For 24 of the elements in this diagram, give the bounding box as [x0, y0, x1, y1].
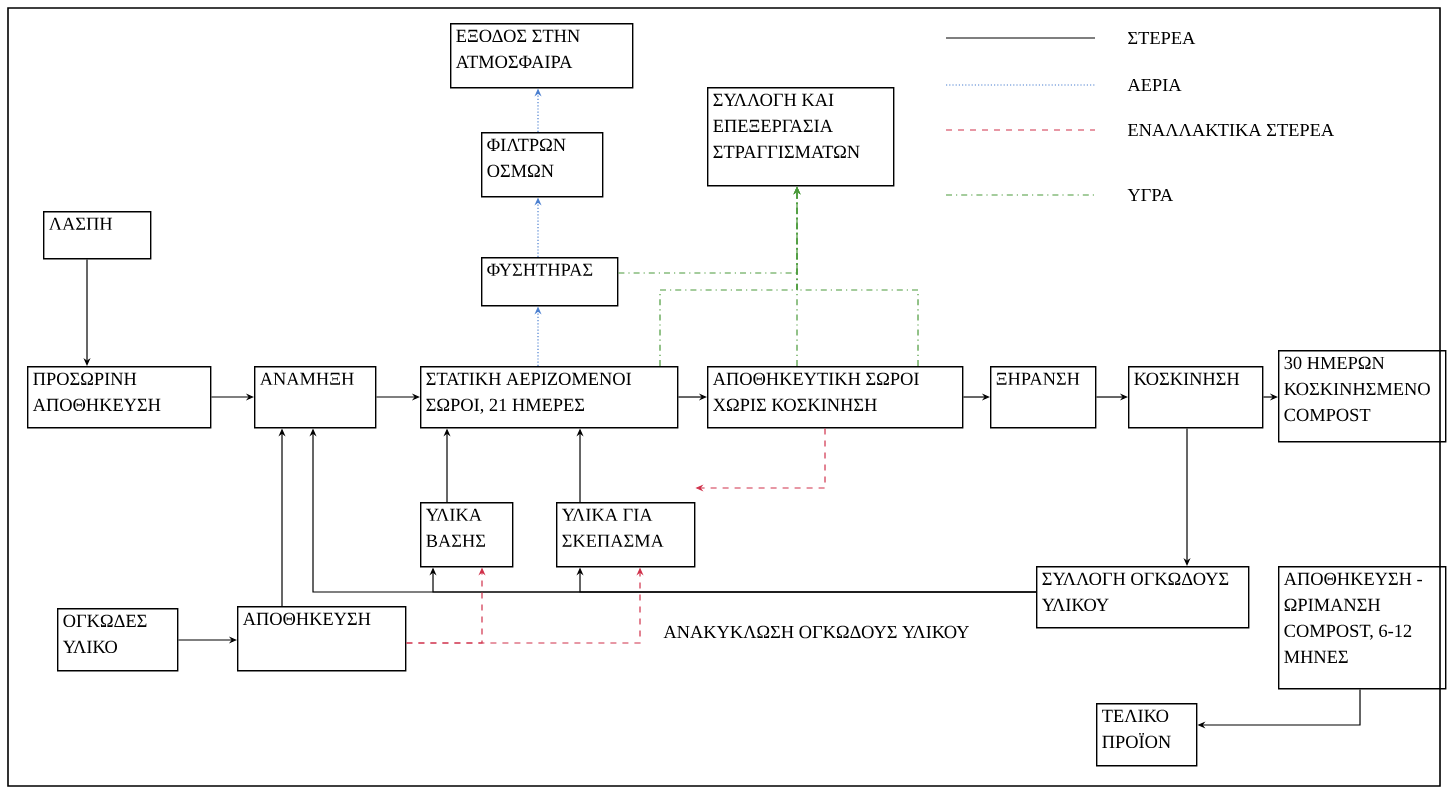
- process-box: ΟΓΚΩΔΕΣ ΥΛΙΚΟ: [57, 608, 179, 672]
- process-box: ΞΗΡΑΝΣΗ: [990, 366, 1097, 429]
- process-box: ΠΡΟΣΩΡΙΝΗ ΑΠΟΘΗΚΕΥΣΗ: [27, 366, 212, 429]
- process-box: ΑΠΟΘΗΚΕΥΣΗ: [237, 606, 407, 672]
- process-box: 30 ΗΜΕΡΩΝ ΚΟΣΚΙΝΗΣΜΕΝΟ COMPOST: [1278, 350, 1447, 443]
- annotation: ΑΝΑΚΥΚΛΩΣΗ ΟΓΚΩΔΟΥΣ ΥΛΙΚΟΥ: [663, 625, 969, 639]
- process-box: ΣΤΑΤΙΚΗ ΑΕΡΙΖΟΜΕΝΟΙ ΣΩΡΟΙ, 21 ΗΜΕΡΕΣ: [420, 366, 679, 429]
- process-box: ΥΛΙΚΑ ΒΑΣΗΣ: [420, 502, 514, 568]
- legend-text: ΣΤΕΡΕΑ: [1128, 31, 1196, 45]
- process-box: ΑΠΟΘΗΚΕΥΤΙΚΗ ΣΩΡΟΙ ΧΩΡΙΣ ΚΟΣΚΙΝΗΣΗ: [707, 366, 964, 429]
- process-box: ΣΥΛΛΟΓΗ ΟΓΚΩΔΟΥΣ ΥΛΙΚΟΥ: [1036, 566, 1250, 629]
- legend-text: ΥΓΡΑ: [1127, 188, 1174, 202]
- legend-text: ΕΝΑΛΛΑΚΤΙΚΑ ΣΤΕΡΕΑ: [1127, 123, 1335, 137]
- process-box: ΥΛΙΚΑ ΓΙΑ ΣΚΕΠΑΣΜΑ: [556, 502, 696, 568]
- process-box: ΤΕΛΙΚΟ ΠΡΟΪΟΝ: [1096, 703, 1198, 767]
- process-box: ΦΙΛΤΡΩΝ ΟΣΜΩΝ: [481, 132, 604, 198]
- process-box: ΑΠΟΘΗΚΕΥΣΗ - ΩΡΙΜΑΝΣΗ COMPOST, 6-12 ΜΗΝΕΣ: [1278, 566, 1447, 690]
- legend-text: ΑΕΡΙΑ: [1127, 78, 1182, 92]
- process-box: ΣΥΛΛΟΓΗ ΚΑΙ ΕΠΕΞΕΡΓΑΣΙΑ ΣΤΡΑΓΓΙΣΜΑΤΩΝ: [707, 87, 895, 187]
- process-box: ΑΝΑΜΗΞΗ: [254, 366, 377, 429]
- process-box: ΦΥΣΗΤΗΡΑΣ: [481, 257, 619, 307]
- process-box: ΚΟΣΚΙΝΗΣΗ: [1128, 366, 1264, 429]
- process-box: ΕΞΟΔΟΣ ΣΤΗΝ ΑΤΜΟΣΦΑΙΡΑ: [450, 23, 634, 89]
- process-box: ΛΑΣΠΗ: [43, 211, 152, 260]
